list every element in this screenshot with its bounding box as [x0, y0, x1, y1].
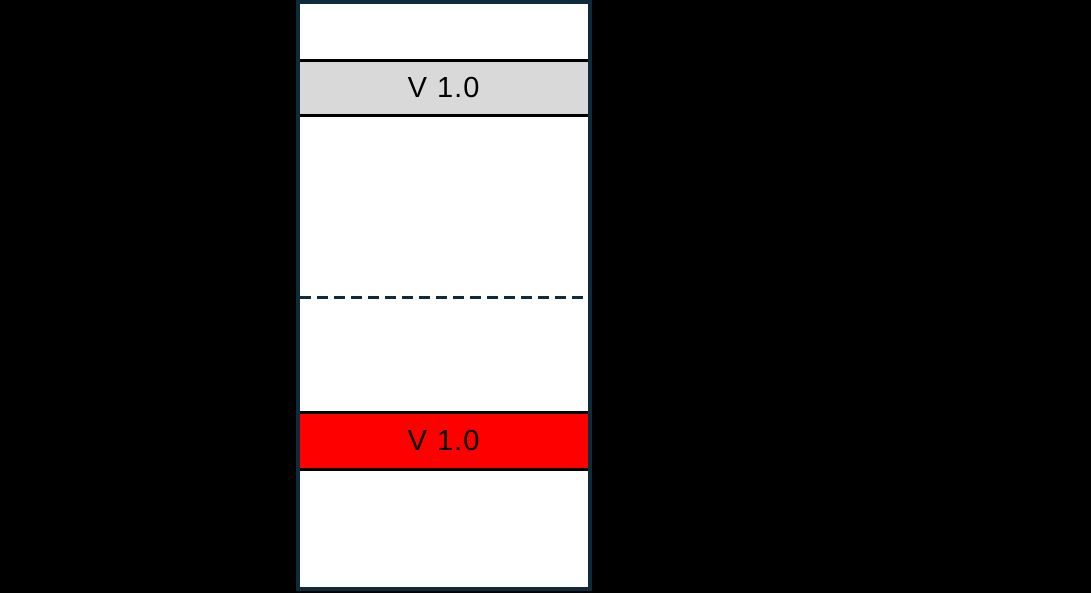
segment-top-blank: [300, 4, 588, 59]
segment-upper-blank: [300, 117, 588, 296]
segment-middle-blank: [300, 299, 588, 411]
version-band-gray-label: V 1.0: [407, 71, 481, 104]
version-column: V 1.0 V 1.0: [296, 0, 592, 591]
version-band-gray: V 1.0: [300, 59, 588, 117]
version-band-red-label: V 1.0: [407, 424, 481, 457]
dashed-divider: [300, 296, 588, 299]
version-band-red: V 1.0: [300, 411, 588, 471]
segment-bottom-blank: [300, 471, 588, 587]
